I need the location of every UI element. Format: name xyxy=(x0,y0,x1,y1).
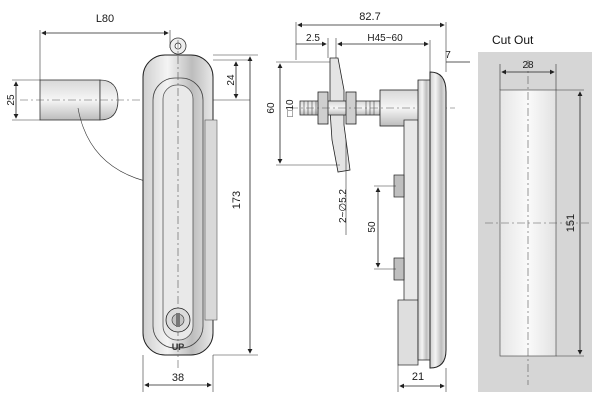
dim-total-label: 82.7 xyxy=(359,11,380,23)
cut-out-title: Cut Out xyxy=(492,33,534,47)
cut-out-view: Cut Out 28 151 xyxy=(478,33,592,392)
dim-width-label: 38 xyxy=(172,372,184,384)
dim-plate-label: 2.5 xyxy=(306,33,320,44)
front-view: L80 25 UP xyxy=(6,13,258,392)
side-view: 82.7 2.5 H45~60 7 xyxy=(266,11,470,392)
handle-rod xyxy=(20,79,150,121)
housing xyxy=(393,71,447,369)
dim-depth-label: 21 xyxy=(412,371,424,383)
dim-rod-label: 25 xyxy=(6,94,17,106)
dim-flange-label: 7 xyxy=(445,50,451,61)
handle-body: UP xyxy=(142,40,218,370)
lock-cylinder-icon xyxy=(165,307,191,333)
cut-height-label: 151 xyxy=(565,214,577,232)
dim-square-label: □10 xyxy=(285,99,296,117)
dim-adjust-label: H45~60 xyxy=(367,33,403,44)
embossed-up-label: UP xyxy=(172,342,185,352)
dim-height-label: 173 xyxy=(231,191,243,209)
dim-holes-label: 2~∅5.2 xyxy=(338,189,349,223)
dim-hole-spacing-label: 50 xyxy=(367,221,378,233)
dim-length-label: L80 xyxy=(96,13,114,25)
cut-width-label: 28 xyxy=(522,60,534,71)
dim-shaft-height-label: 60 xyxy=(266,102,277,114)
dim-top-label: 24 xyxy=(226,74,237,86)
